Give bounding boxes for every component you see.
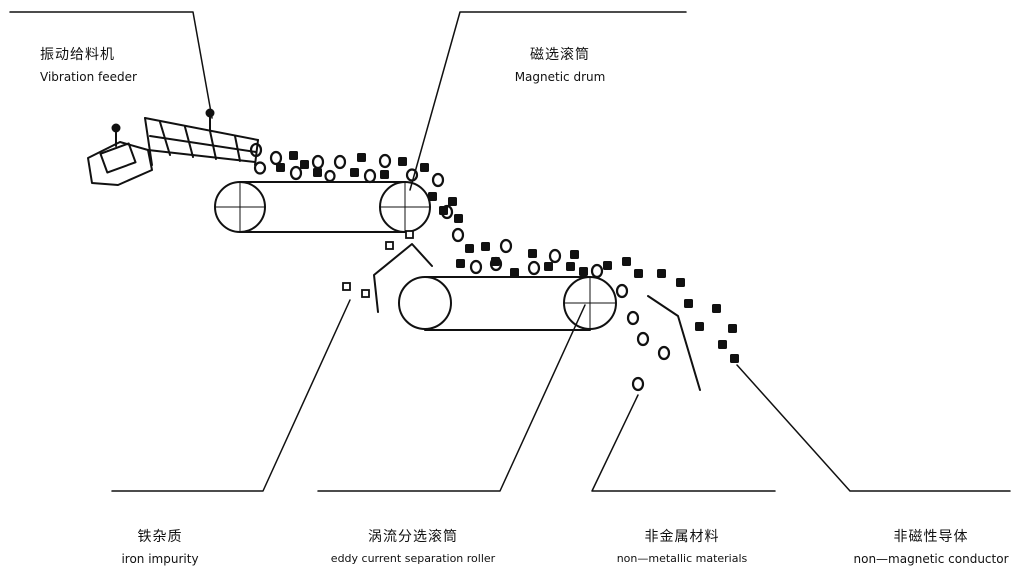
magnetic-conveyor: [214, 181, 431, 233]
label-non-magnetic-en: non—magnetic conductor: [853, 552, 1009, 566]
ring-particle: [269, 150, 283, 166]
label-eddy-roller: 涡流分选滚筒 eddy current separation roller: [313, 526, 513, 565]
square-particle: [528, 249, 537, 258]
square-particle: [657, 269, 666, 278]
leader-vibration-feeder: [9, 11, 213, 119]
square-particle: [448, 197, 457, 206]
feeder-spring-head: [205, 108, 215, 118]
leader-magnetic-drum: [409, 11, 687, 191]
ring-particle: [289, 165, 303, 181]
ring-particle: [253, 161, 267, 175]
square-particle: [289, 151, 298, 160]
feeder-motor: [99, 142, 137, 174]
feeder-base: [87, 141, 153, 186]
ring-particle: [469, 259, 483, 275]
label-iron-impurity: 铁杂质 iron impurity: [110, 526, 210, 566]
ring-particle: [363, 168, 377, 184]
label-vibration-feeder-en: Vibration feeder: [40, 70, 137, 84]
square-particle: [544, 262, 553, 271]
leader-eddy-roller: [317, 304, 586, 492]
nonmetal-splitter: [647, 295, 701, 391]
ring-particle: [590, 263, 604, 279]
square-particle: [510, 268, 519, 277]
iron-splitter: [373, 243, 433, 313]
square-particle: [718, 340, 727, 349]
square-particle: [728, 324, 737, 333]
square-particle: [420, 163, 429, 172]
ring-particle: [431, 172, 445, 188]
square-particle: [684, 299, 693, 308]
square-particle: [634, 269, 643, 278]
square-particle: [350, 168, 359, 177]
label-magnetic-drum: 磁选滚筒 Magnetic drum: [505, 44, 615, 84]
square-particle: [695, 322, 704, 331]
ring-particle: [615, 283, 629, 299]
iron-particle: [342, 282, 351, 291]
label-non-metallic-cn: 非金属材料: [644, 529, 720, 545]
label-non-magnetic-cn: 非磁性导体: [893, 529, 969, 545]
square-particle: [357, 153, 366, 162]
square-particle: [491, 257, 500, 266]
square-particle: [676, 278, 685, 287]
label-vibration-feeder-cn: 振动给料机: [40, 47, 115, 63]
label-iron-impurity-en: iron impurity: [121, 552, 199, 566]
ring-particle: [499, 238, 513, 254]
leader-non-magnetic: [736, 364, 1011, 492]
label-eddy-roller-cn: 涡流分选滚筒: [368, 529, 458, 545]
label-non-magnetic: 非磁性导体 non—magnetic conductor: [846, 526, 1016, 566]
ring-particle: [249, 142, 263, 158]
label-eddy-roller-en: eddy current separation roller: [330, 552, 496, 565]
tail-pulley-lower: [398, 276, 452, 330]
ring-particle: [311, 154, 325, 170]
ring-particle: [657, 345, 671, 361]
ring-particle: [631, 376, 645, 392]
square-particle: [380, 170, 389, 179]
label-magnetic-drum-en: Magnetic drum: [514, 70, 606, 84]
square-particle: [465, 244, 474, 253]
leader-non-metallic: [591, 394, 776, 492]
square-particle: [603, 261, 612, 270]
leader-lines: [9, 11, 1011, 492]
square-particle: [300, 160, 309, 169]
square-particle: [428, 192, 437, 201]
vibration-feeder: [87, 108, 259, 186]
ring-particle: [626, 310, 640, 326]
square-particle: [579, 267, 588, 276]
feeder-operator-head: [111, 123, 121, 133]
square-particle: [622, 257, 631, 266]
iron-particle: [405, 230, 414, 239]
iron-particle: [361, 289, 370, 298]
ring-particle: [324, 169, 336, 183]
square-particle: [456, 259, 465, 268]
feeder-trough-bottom: [147, 149, 256, 163]
ring-particle: [405, 168, 419, 182]
leader-iron-impurity: [111, 299, 351, 492]
square-particle: [313, 168, 322, 177]
ring-particle: [333, 154, 347, 170]
square-particle: [454, 214, 463, 223]
square-particle: [566, 262, 575, 271]
square-particle: [398, 157, 407, 166]
square-particle: [439, 206, 448, 215]
label-non-metallic-en: non—metallic materials: [616, 552, 748, 565]
ring-particle: [378, 153, 392, 169]
label-vibration-feeder: 振动给料机 Vibration feeder: [40, 44, 137, 84]
label-magnetic-drum-cn: 磁选滚筒: [530, 47, 590, 63]
ring-particle: [548, 248, 562, 264]
square-particle: [730, 354, 739, 363]
square-particle: [481, 242, 490, 251]
iron-particle: [385, 241, 394, 250]
square-particle: [276, 163, 285, 172]
particles: [249, 142, 739, 392]
eddy-conveyor: [398, 276, 617, 331]
ring-particle: [636, 331, 650, 347]
label-non-metallic: 非金属材料 non—metallic materials: [602, 526, 762, 565]
square-particle: [712, 304, 721, 313]
label-iron-impurity-cn: 铁杂质: [137, 529, 183, 545]
square-particle: [570, 250, 579, 259]
feeder-trough-top: [144, 117, 259, 141]
ring-particle: [527, 260, 541, 276]
ring-particle: [451, 227, 465, 243]
